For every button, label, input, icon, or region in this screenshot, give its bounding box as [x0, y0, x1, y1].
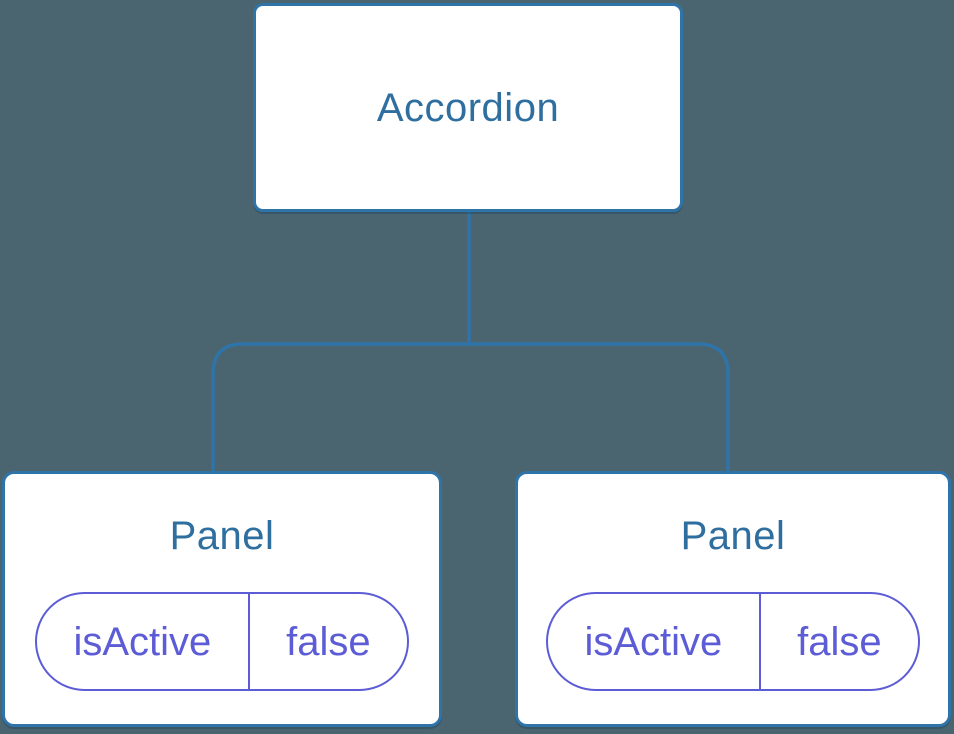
state-name-label: isActive: [548, 594, 761, 689]
state-name-label: isActive: [37, 594, 250, 689]
node-accordion: Accordion: [253, 3, 683, 212]
state-pill-panel-1: isActive false: [35, 592, 409, 691]
state-value-label: false: [797, 619, 882, 664]
connector-branch: [211, 342, 730, 471]
state-pill-panel-2: isActive false: [546, 592, 920, 691]
node-accordion-label: Accordion: [376, 85, 560, 130]
node-panel-1: Panel isActive false: [2, 471, 442, 727]
node-panel-1-label: Panel: [169, 514, 275, 558]
node-panel-2: Panel isActive false: [515, 471, 951, 727]
state-value-label: false: [286, 619, 371, 664]
node-panel-2-label: Panel: [680, 514, 786, 558]
